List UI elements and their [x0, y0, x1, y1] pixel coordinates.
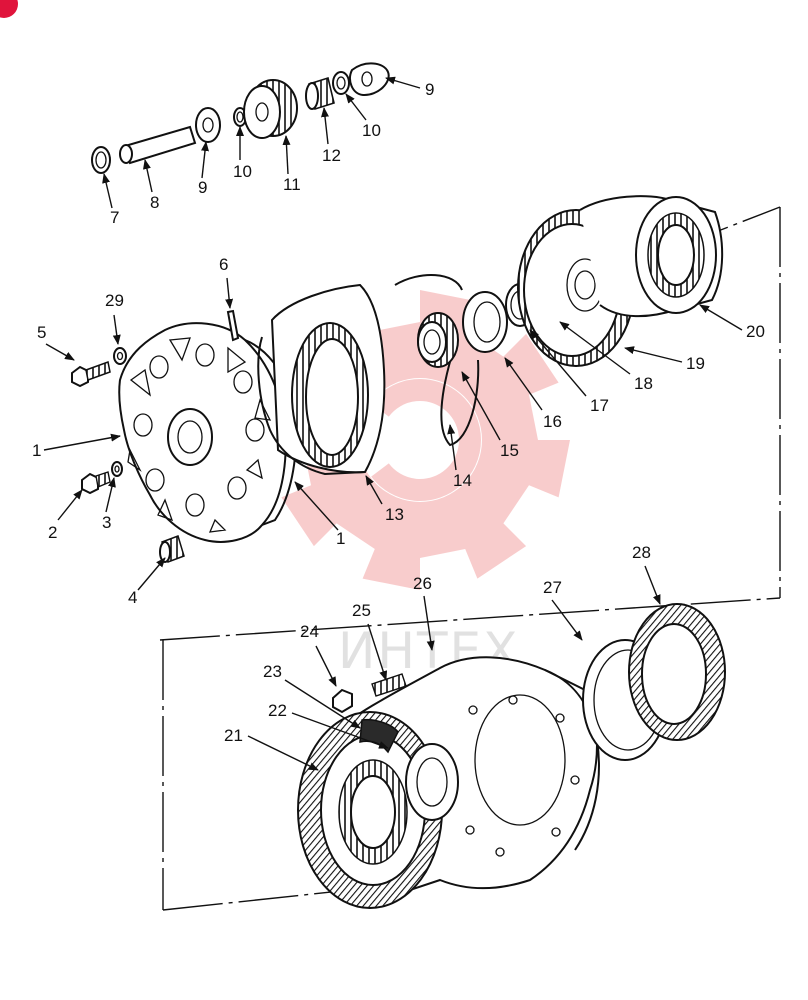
callout-label-25: 25	[352, 601, 371, 620]
callout-label-22: 22	[268, 701, 287, 720]
callout-label-15: 15	[500, 441, 519, 460]
callout-label-20: 20	[746, 322, 765, 341]
callout-leader-15	[461, 371, 501, 441]
part-bushing-7	[91, 146, 111, 174]
watermark-gear-arc	[371, 379, 481, 501]
callout-leader-16	[504, 357, 543, 411]
callout-leader-22	[291, 712, 389, 749]
part-bolt-2	[81, 471, 111, 495]
callout-label-9: 9	[198, 178, 207, 197]
callout-leader-7	[102, 173, 113, 209]
callout-label-13: 13	[385, 505, 404, 524]
part-needle-bearing-12	[305, 76, 335, 111]
part-washer-9a	[195, 107, 221, 143]
callout-label-9: 9	[425, 80, 434, 99]
callout-group: 1123456789910101112131415161718192021222…	[32, 76, 765, 771]
callout-leader-17	[529, 329, 587, 397]
callout-leader-2	[57, 489, 83, 521]
callout-leader-9	[201, 141, 209, 179]
callout-label-10: 10	[233, 162, 252, 181]
part-shaft-8	[119, 125, 197, 165]
callout-label-18: 18	[634, 374, 653, 393]
callout-leader-23	[284, 679, 361, 729]
callout-label-19: 19	[686, 354, 705, 373]
callout-label-1: 1	[32, 441, 41, 460]
part-spacer-10b	[332, 71, 350, 95]
callout-label-11: 11	[283, 175, 301, 194]
callout-label-21: 21	[224, 726, 243, 745]
callout-label-27: 27	[543, 578, 562, 597]
part-plug-4	[159, 535, 185, 563]
callout-label-6: 6	[219, 255, 228, 274]
callout-leader-6	[225, 277, 234, 309]
callout-leader-1	[294, 481, 339, 531]
planet-gear-group	[91, 62, 390, 174]
part-stud-25	[371, 673, 407, 697]
callout-label-3: 3	[102, 513, 111, 532]
assembly-boundary-lines	[159, 207, 781, 911]
callout-label-17: 17	[590, 396, 609, 415]
callout-label-16: 16	[543, 412, 562, 431]
callout-leader-19	[624, 346, 683, 363]
callout-leader-25	[367, 623, 388, 681]
callout-leader-13	[365, 475, 383, 505]
part-bearing-cone-16	[462, 291, 508, 353]
part-tab-washer-9b	[349, 62, 390, 97]
callout-leader-10	[345, 93, 367, 121]
callout-leader-26	[423, 595, 435, 651]
part-pin-6	[226, 309, 240, 342]
callout-leader-27	[551, 599, 583, 641]
part-capscrew-5	[71, 360, 111, 388]
callout-leader-21	[247, 735, 319, 771]
part-planet-gear-11	[243, 79, 298, 139]
callout-leader-5	[45, 343, 75, 361]
part-washer-29	[113, 347, 127, 365]
part-bearing-cone-22	[405, 743, 459, 821]
callout-label-23: 23	[263, 662, 282, 681]
callout-leader-14	[447, 424, 457, 471]
callout-leader-29	[112, 314, 121, 345]
part-washer-3	[111, 461, 123, 477]
callout-leader-12	[321, 107, 329, 145]
callout-leader-11	[282, 135, 291, 175]
part-ring-gear-13	[257, 283, 386, 476]
part-planet-carrier-1	[118, 322, 297, 543]
callout-leader-20	[699, 304, 743, 331]
callout-leader-8	[143, 159, 153, 193]
part-nut-15	[417, 312, 459, 368]
callout-leader-3	[105, 477, 116, 513]
callout-label-7: 7	[110, 208, 119, 227]
callout-leader-1	[43, 433, 121, 451]
callout-leader-24	[315, 645, 337, 687]
callout-label-24: 24	[300, 622, 319, 641]
callout-label-4: 4	[128, 588, 137, 607]
callout-label-12: 12	[322, 146, 341, 165]
callout-label-8: 8	[150, 193, 159, 212]
part-bearing-cup-20	[579, 195, 724, 318]
callout-leader-9	[385, 76, 421, 89]
callout-leader-4	[137, 557, 166, 591]
part-dust-shield-28	[628, 603, 726, 741]
callout-label-14: 14	[453, 471, 472, 490]
callout-label-26: 26	[413, 574, 432, 593]
callout-label-29: 29	[105, 291, 124, 310]
callout-label-28: 28	[632, 543, 651, 562]
callout-leader-18	[559, 321, 631, 375]
callout-label-5: 5	[37, 323, 46, 342]
corner-badge	[0, 0, 18, 18]
callout-label-10: 10	[362, 121, 381, 140]
callout-label-1: 1	[336, 529, 345, 548]
callout-label-2: 2	[48, 523, 57, 542]
part-nut-24	[332, 688, 353, 714]
callout-leader-28	[644, 565, 661, 605]
part-snap-ring-14	[394, 274, 480, 447]
